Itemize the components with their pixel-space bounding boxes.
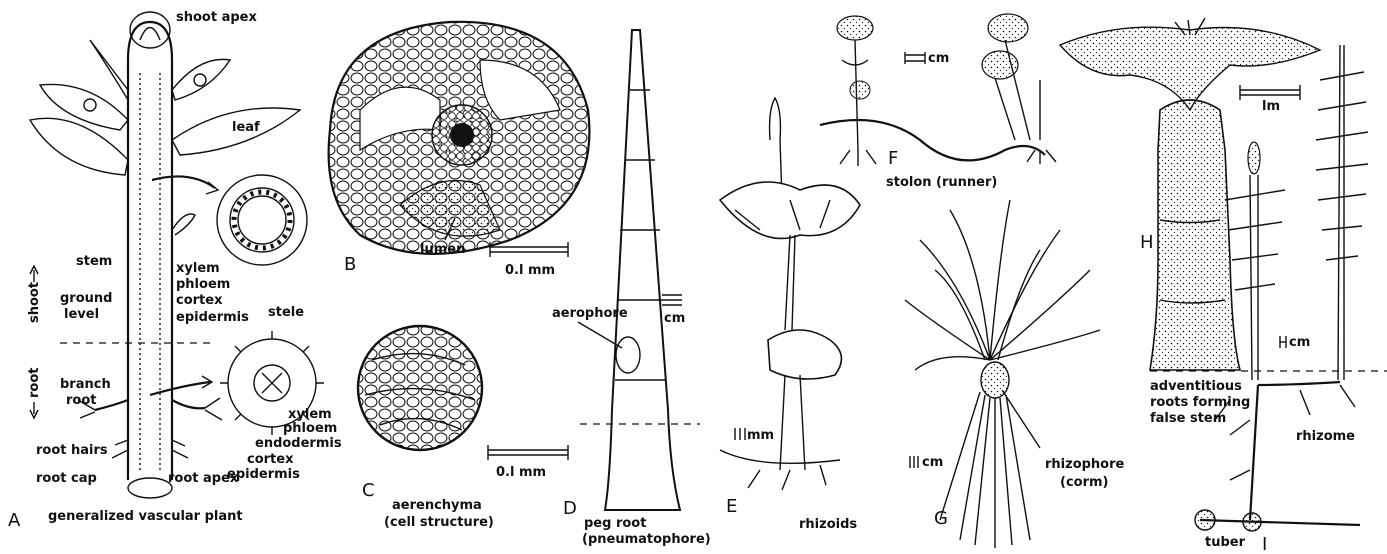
label-leaf: leaf <box>232 120 260 135</box>
label-scale-g: cm <box>922 455 943 470</box>
label-shoot: shoot <box>27 282 42 323</box>
label-scale-h: lm <box>1262 99 1280 114</box>
label-cell-structure: (cell structure) <box>384 515 494 530</box>
letter-d: D <box>563 498 577 519</box>
label-root-apex: root apex <box>168 471 239 486</box>
leaf-left-lower <box>30 118 128 175</box>
label-shoot-apex: shoot apex <box>176 10 257 25</box>
label-root: root <box>27 368 42 399</box>
label-root-xylem: xylem <box>288 407 332 422</box>
label-stem: stem <box>76 254 112 269</box>
label-corm: (corm) <box>1060 475 1108 490</box>
label-aerophore: aerophore <box>552 306 628 321</box>
letter-b: B <box>344 254 356 275</box>
label-root-hairs: root hairs <box>36 443 108 458</box>
letter-h: H <box>1140 232 1154 253</box>
label-ground: ground <box>60 291 112 306</box>
label-rhizoids: rhizoids <box>799 517 857 532</box>
label-scale-b: 0.l mm <box>505 263 555 278</box>
label-cortex: cortex <box>176 293 223 308</box>
label-false-stem: false stem <box>1150 411 1226 426</box>
panel-f-stolon: cm stolon (runner) F <box>820 14 1056 190</box>
label-generalized-vascular-plant: generalized vascular plant <box>48 509 243 524</box>
panel-a-generalized-plant: shoot apex leaf stem xylem phloem cortex… <box>8 10 342 531</box>
label-scale-d: cm <box>664 311 685 326</box>
label-peg-root: peg root <box>584 516 646 531</box>
label-roots-forming: roots forming <box>1150 395 1250 410</box>
label-xylem: xylem <box>176 261 220 276</box>
label-root-cap: root cap <box>36 471 97 486</box>
label-root-phloem: phloem <box>283 421 337 436</box>
label-level: level <box>64 307 99 322</box>
label-branch-root: root <box>66 393 97 408</box>
label-scale-c: 0.l mm <box>496 465 546 480</box>
label-stele: stele <box>268 305 304 320</box>
letter-f: F <box>888 148 898 169</box>
panel-b-stem-section: lumen 0.l mm B <box>329 22 590 278</box>
label-pneumatophore: (pneumatophore) <box>582 532 711 547</box>
letter-i: I <box>1262 534 1267 554</box>
panel-e-liverwort: mm rhizoids E <box>720 98 860 532</box>
panel-c-aerenchyma: 0.l mm aerenchyma (cell structure) C <box>358 326 568 530</box>
letter-c: C <box>362 480 375 501</box>
label-aerenchyma: aerenchyma <box>392 498 482 513</box>
label-phloem: phloem <box>176 277 230 292</box>
label-stolon: stolon (runner) <box>886 175 997 190</box>
label-epidermis: epidermis <box>176 310 249 325</box>
label-adventitious: adventitious <box>1150 379 1242 394</box>
label-rhizome: rhizome <box>1296 429 1355 444</box>
label-lumen: lumen <box>420 242 465 257</box>
letter-g: G <box>934 508 948 529</box>
label-tuber: tuber <box>1205 535 1246 550</box>
label-scale-e: mm <box>747 428 774 443</box>
label-rhizophore: rhizophore <box>1045 457 1125 472</box>
label-root-cortex: cortex <box>247 452 294 467</box>
letter-e: E <box>726 496 737 517</box>
letter-a: A <box>8 510 21 531</box>
panel-g-rhizophore: cm rhizophore (corm) G <box>905 200 1125 548</box>
label-endodermis: endodermis <box>255 436 342 451</box>
label-scale-i: cm <box>1289 335 1310 350</box>
label-scale-f: cm <box>928 51 949 66</box>
label-branch: branch <box>60 377 111 392</box>
